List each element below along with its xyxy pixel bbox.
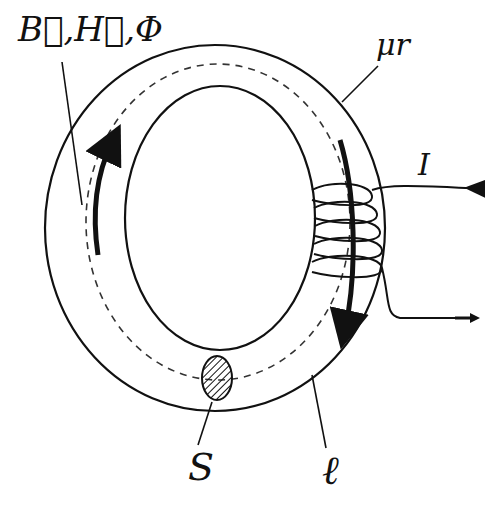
field-quantities: B⃗,H⃗,Φ: [18, 12, 163, 46]
wire-arrowhead: [470, 313, 480, 323]
length-label: ℓ: [322, 450, 339, 490]
leader-line: [312, 375, 326, 448]
leader-line: [198, 402, 212, 445]
leader-line: [62, 62, 82, 205]
permeability-label: μr: [376, 30, 410, 60]
coil: [312, 184, 382, 277]
input-wire: [372, 186, 468, 190]
coil-turn: [312, 256, 382, 277]
area-label: S: [188, 448, 214, 486]
mean-path: [86, 64, 350, 380]
flux-arrow: [95, 142, 112, 255]
core-inner-edge: [125, 86, 315, 350]
core-outer-edge: [45, 45, 385, 411]
current-label: I: [418, 150, 430, 180]
cross-section: [202, 356, 232, 400]
leader-line: [342, 66, 378, 102]
output-wire: [382, 268, 470, 318]
flux-arrow: [340, 140, 353, 330]
